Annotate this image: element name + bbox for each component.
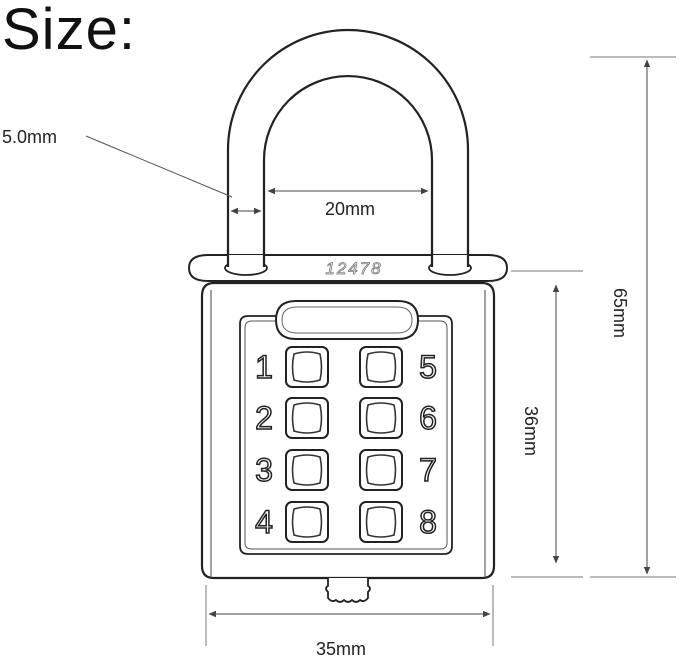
keypad-button-4[interactable] [285, 501, 329, 543]
shackle-diameter-leader [85, 135, 233, 198]
keypad-digit-3: 3 [255, 452, 273, 488]
keypad-button-1[interactable] [285, 346, 329, 388]
page-title: Size: [2, 0, 136, 62]
keypad-button-8[interactable] [359, 501, 403, 543]
body-width-label: 35mm [316, 639, 366, 659]
overall-height-label: 65mm [610, 288, 630, 338]
keypad-button-2[interactable] [285, 397, 329, 439]
keypad-button-7[interactable] [359, 449, 403, 491]
shackle-diameter-label: 5.0mm [2, 127, 57, 147]
keypad-digit-6: 6 [419, 400, 437, 436]
shackle-outer [226, 28, 470, 272]
bottom-knob [325, 578, 371, 603]
keypad-button-6[interactable] [359, 397, 403, 439]
inner-width-label: 20mm [325, 199, 375, 219]
keypad-button-5[interactable] [359, 346, 403, 388]
shackle-collar [187, 254, 509, 282]
keypad-digit-4: 4 [255, 504, 273, 540]
body-height-label: 36mm [521, 406, 541, 456]
reset-slot [274, 300, 420, 340]
keypad-digit-2: 2 [255, 400, 273, 436]
keypad-digit-8: 8 [419, 504, 437, 540]
keypad-digit-5: 5 [419, 349, 437, 385]
shackle-inner [262, 74, 434, 272]
keypad-digit-7: 7 [419, 452, 437, 488]
keypad-digit-1: 1 [255, 349, 273, 385]
keypad-button-3[interactable] [285, 449, 329, 491]
keypad: 1 2 3 4 5 6 7 8 [254, 346, 438, 543]
engraved-code: 12478 [325, 259, 382, 278]
